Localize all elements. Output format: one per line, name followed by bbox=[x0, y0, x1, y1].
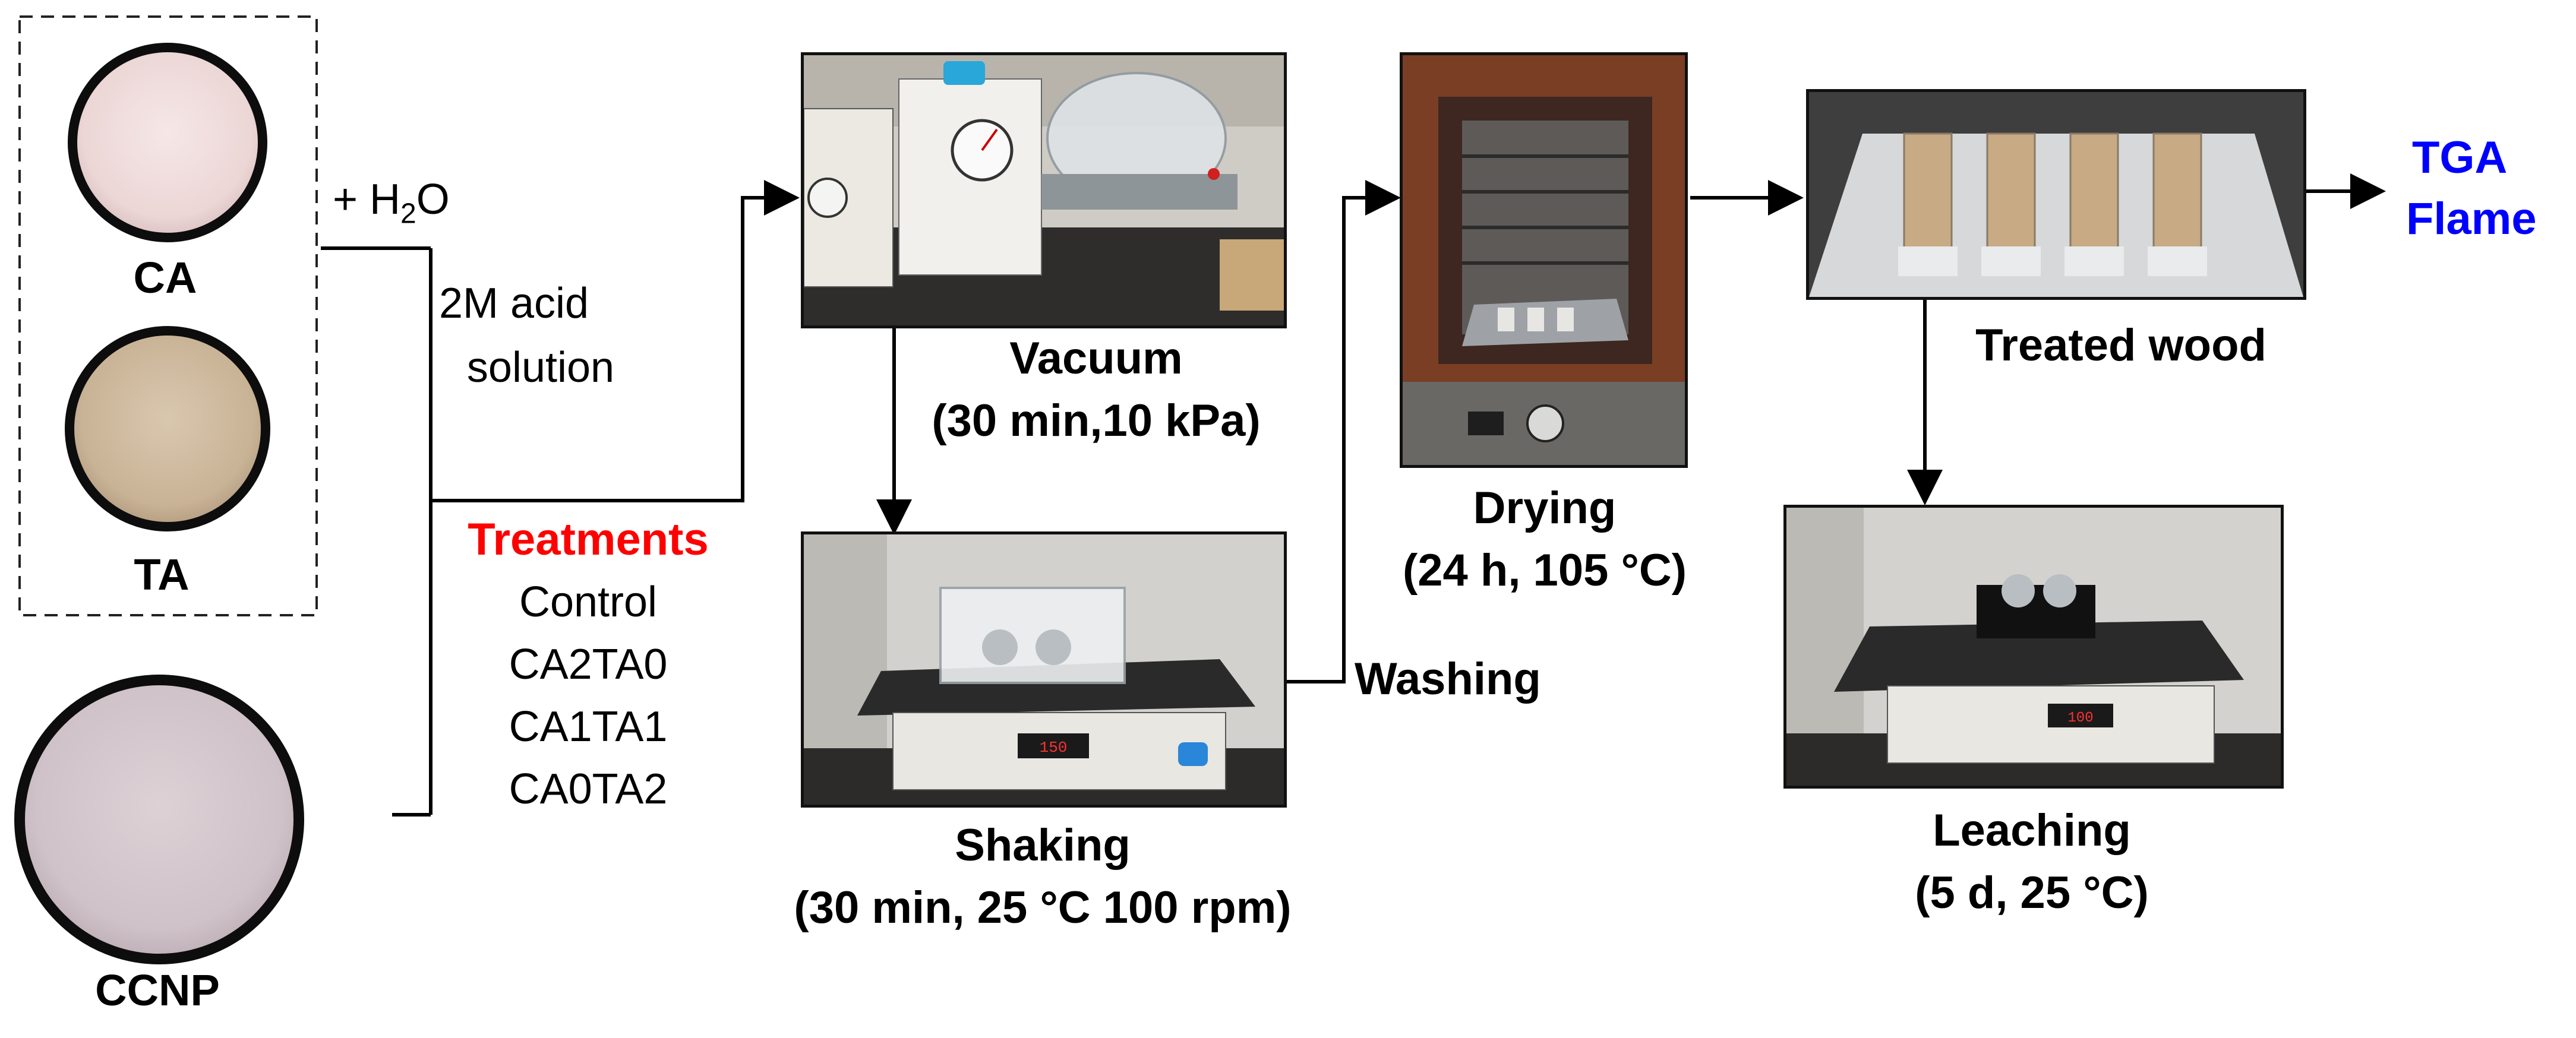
treated-wood-photo bbox=[1806, 89, 2306, 300]
ca-label: CA bbox=[133, 253, 197, 302]
treatment-item-ca1ta1: CA1TA1 bbox=[509, 703, 668, 751]
arrow-to-vacuum bbox=[431, 180, 800, 502]
vacuum-photo bbox=[801, 52, 1287, 328]
vacuum-title: Vacuum bbox=[1009, 333, 1183, 384]
treatment-item-ca2ta0: CA2TA0 bbox=[509, 641, 668, 688]
drying-photo bbox=[1400, 52, 1688, 468]
treated-wood-label: Treated wood bbox=[1975, 320, 2266, 371]
output-flame: Flame bbox=[2406, 194, 2537, 244]
ccnp-dish bbox=[14, 675, 304, 964]
vacuum-detail: (30 min,10 kPa) bbox=[932, 395, 1261, 446]
shaking-title: Shaking bbox=[955, 820, 1131, 871]
leaching-detail: (5 d, 25 °C) bbox=[1915, 868, 2149, 918]
output-tga: TGA bbox=[2412, 132, 2508, 183]
ta-label: TA bbox=[134, 550, 190, 599]
svg-text:150: 150 bbox=[1040, 739, 1068, 757]
water-prefix: + H bbox=[333, 176, 401, 223]
treatment-item-control: Control bbox=[519, 578, 658, 626]
treatment-item-ca0ta2: CA0TA2 bbox=[509, 765, 668, 813]
ca-dish bbox=[68, 43, 267, 242]
acid-solution-line2: solution bbox=[466, 344, 615, 391]
ta-dish bbox=[65, 326, 270, 531]
water-suffix: O bbox=[416, 176, 450, 223]
leaching-photo: 100 bbox=[1783, 505, 2284, 789]
drying-title: Drying bbox=[1473, 483, 1617, 533]
washing-label: Washing bbox=[1355, 654, 1541, 704]
shaking-detail: (30 min, 25 °C 100 rpm) bbox=[794, 882, 1292, 933]
treatments-heading: Treatments bbox=[468, 514, 709, 565]
acid-solution-line1: 2M acid bbox=[438, 280, 589, 327]
drying-detail: (24 h, 105 °C) bbox=[1402, 545, 1687, 596]
leaching-title: Leaching bbox=[1933, 805, 2131, 856]
svg-text:100: 100 bbox=[2067, 710, 2093, 726]
arrow-shaking-to-drying bbox=[1286, 180, 1401, 683]
ccnp-label: CCNP bbox=[95, 966, 220, 1015]
water-label: + H2O bbox=[333, 175, 450, 230]
shaking-photo: 150 bbox=[801, 531, 1287, 808]
water-subscript: 2 bbox=[400, 198, 416, 230]
